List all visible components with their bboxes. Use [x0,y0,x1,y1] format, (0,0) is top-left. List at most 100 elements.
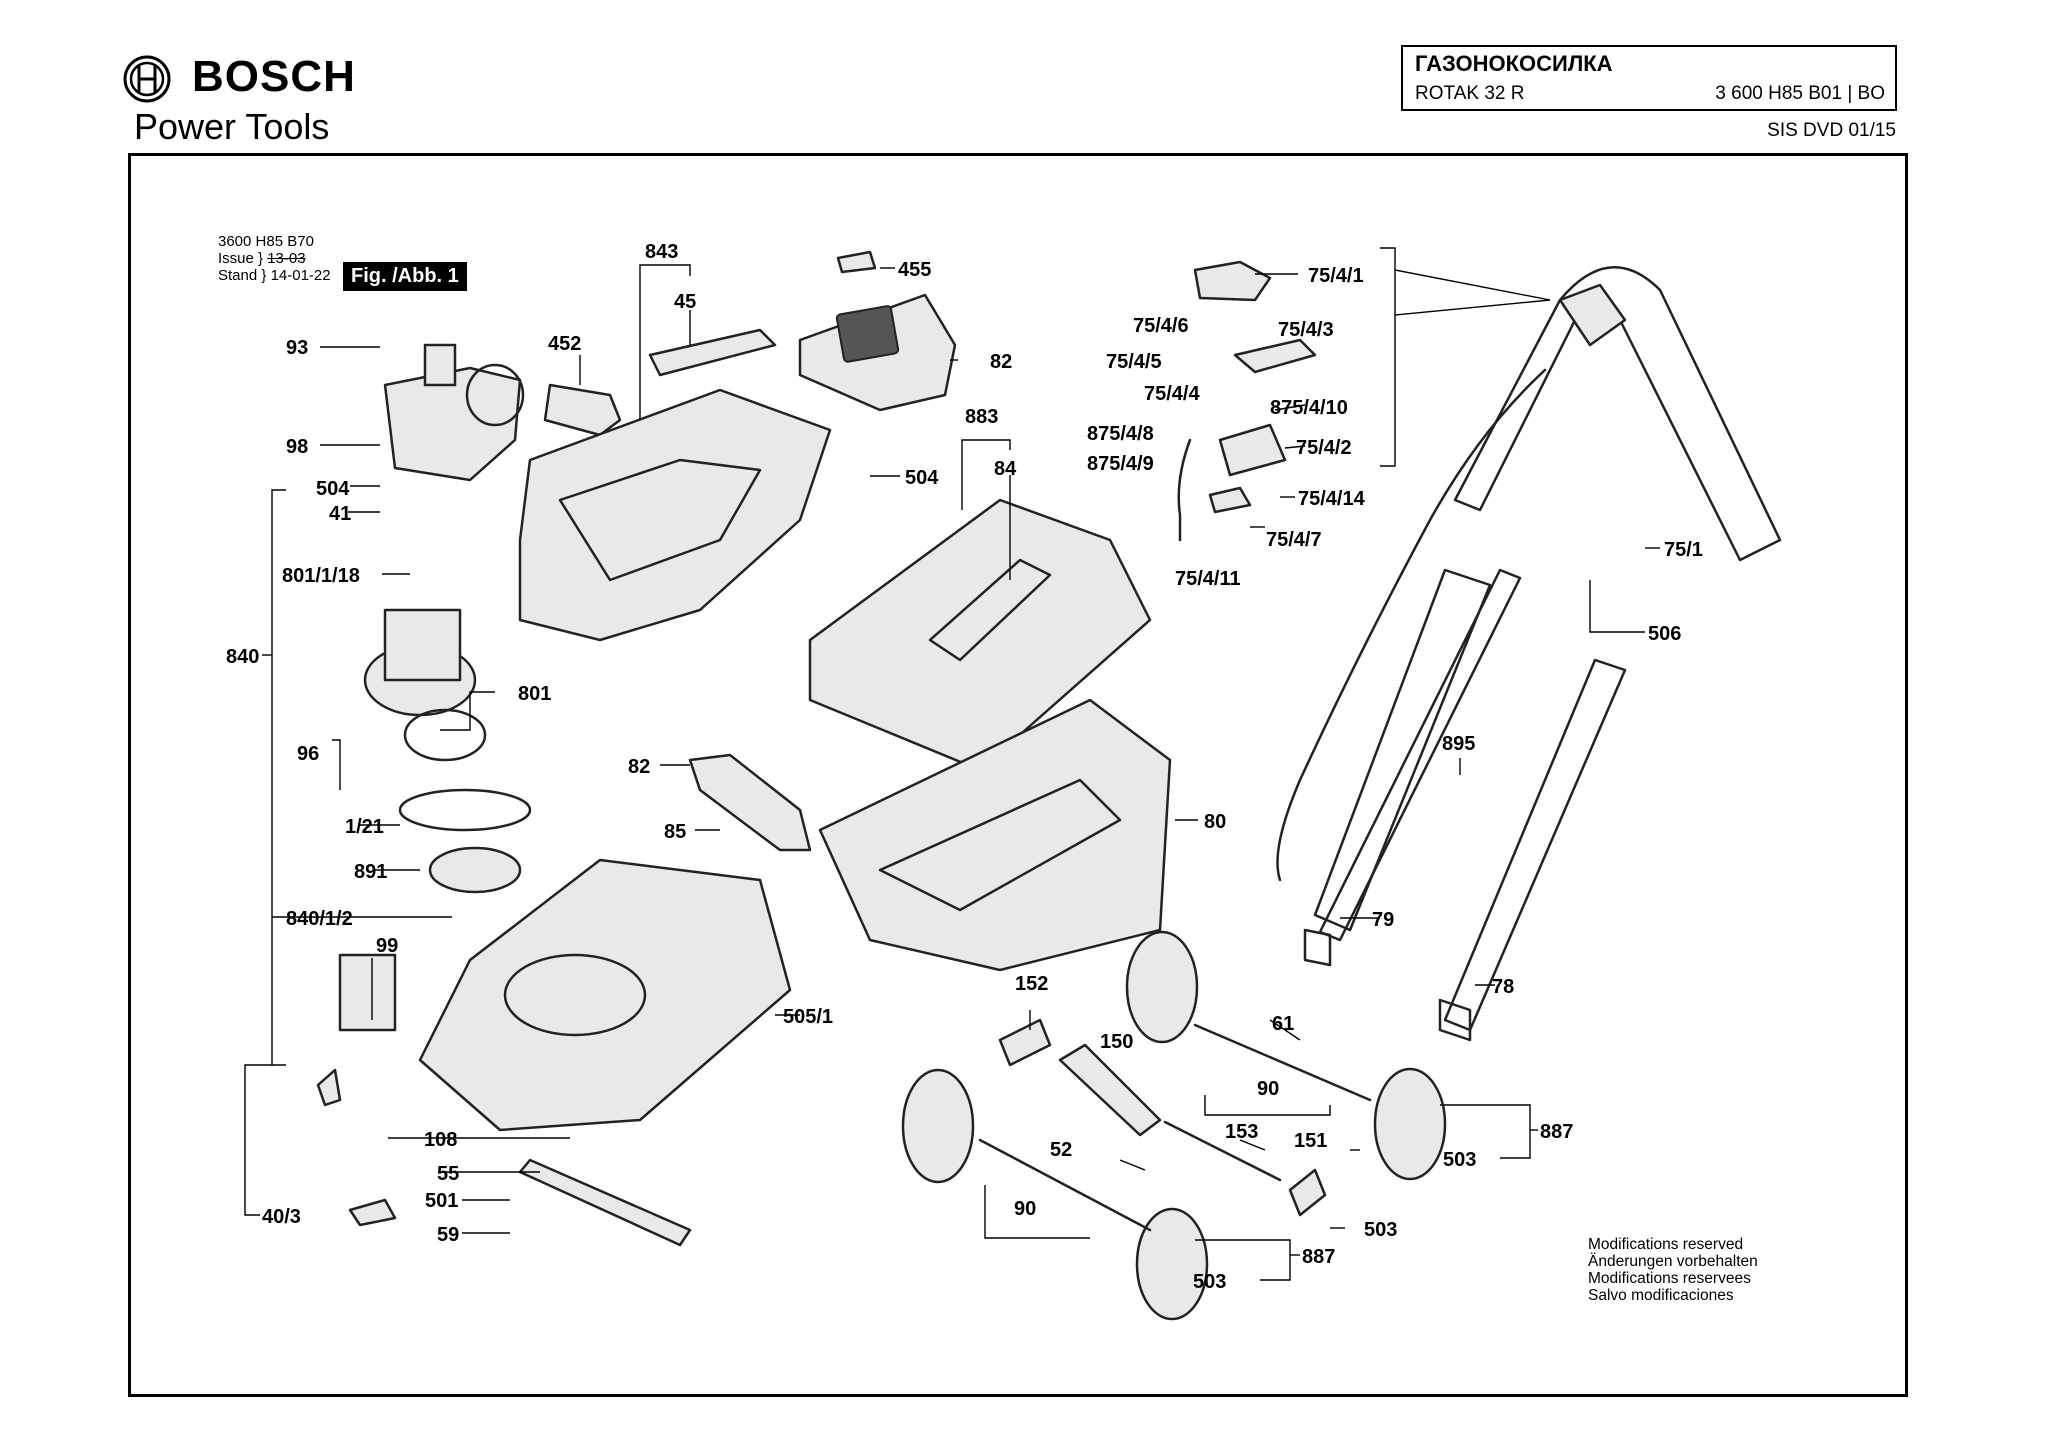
belt-part [398,788,532,832]
callout-label: 75/4/4 [1144,383,1200,405]
callout-label: 504 [905,467,939,489]
callout-label: 503 [1364,1219,1397,1241]
roller-part [1058,1043,1162,1137]
callout-label: 452 [548,333,581,355]
issue-value: 13-03 [267,250,306,267]
callout-label: 90 [1257,1078,1279,1100]
callout-label: 75/1 [1664,539,1703,561]
callout-label: 75/4/3 [1278,319,1334,341]
callout-label: 883 [965,406,998,428]
callout-label: 1/21 [345,816,384,838]
callout-label: 98 [286,436,308,458]
callout-label: 75/4/11 [1175,568,1241,590]
lower-handle-part [1443,658,1627,1032]
callout-label: 108 [424,1129,457,1151]
callout-label: 887 [1540,1121,1573,1143]
dvd-version: SIS DVD 01/15 [1767,120,1896,141]
callout-label: 75/4/14 [1298,488,1366,510]
callout-label: 840 [226,646,259,668]
callout-label: 96 [297,743,319,765]
wheel-part [1125,930,1199,1044]
motor-housing-part [383,366,522,482]
callout-label: 455 [898,259,931,281]
callout-label: 151 [1294,1130,1327,1152]
callout-label: 75/4/5 [1106,351,1162,373]
figure-label: Fig. /Abb. 1 [343,262,467,291]
grass-box-part [818,698,1172,972]
stand-label: Stand [218,267,258,284]
callout-label: 80 [1204,811,1226,833]
modifications-line: Modifications reservees [1588,1270,1751,1287]
callout-label: 41 [329,503,351,525]
callout-label: 153 [1225,1121,1258,1143]
callout-label: 801/1/18 [282,565,360,587]
switch-part [423,343,457,387]
callout-label: 75/4/6 [1133,315,1189,337]
modifications-note: Modifications reserved Änderungen vorbeh… [1588,1236,1758,1304]
badge-part [543,383,622,437]
issue-label: Issue [218,250,254,267]
callout-label: 843 [645,241,678,263]
callout-label: 887 [1302,1246,1335,1268]
callout-label: 82 [990,351,1012,373]
axle-part [1193,1023,1372,1102]
callout-label: 55 [437,1163,459,1185]
modifications-line: Änderungen vorbehalten [1588,1253,1758,1270]
callout-label: 99 [376,935,398,957]
brand-subtitle: Power Tools [134,106,330,147]
grass-box-lid-part [808,498,1152,772]
callout-label: 78 [1492,976,1514,998]
callout-label: 506 [1648,623,1681,645]
cable-part [1276,368,1547,882]
revision-stamp: 3600 H85 B70 Issue } 13-03 Stand } 14-01… [218,233,331,284]
bracket-part [998,1018,1052,1067]
callout-label: 59 [437,1224,459,1246]
switch-housing-part [1218,423,1287,477]
callout-label: 90 [1014,1198,1036,1220]
callout-label: 85 [664,821,686,843]
switch-cover-part [1193,260,1272,302]
callout-label: 505/1 [783,1006,833,1028]
leader-lines [244,247,1660,1281]
callout-label: 75/4/2 [1296,437,1352,459]
callout-label: 82 [628,756,650,778]
callout-label: 93 [286,337,308,359]
callout-label: 801 [518,683,551,705]
lever-part [1233,338,1317,374]
callout-label: 84 [994,458,1017,480]
callout-label: 895 [1442,733,1475,755]
wheel-part [901,1068,975,1184]
callout-label: 45 [674,291,696,313]
brand-block: BOSCH Power Tools [122,50,422,160]
clip-part [348,1198,397,1227]
callout-label: 52 [1050,1139,1072,1161]
callout-label: 840/1/2 [286,908,353,930]
bracket-part [1288,1168,1327,1217]
bosch-armature-icon [123,55,171,103]
axle-part [1163,1120,1282,1182]
callout-label: 504 [316,478,350,500]
callout-label: 501 [425,1190,458,1212]
callout-label: 875/4/9 [1087,453,1154,475]
callout-label: 152 [1015,973,1048,995]
title-block: ГАЗОНОКОСИЛКА ROTAK 32 R 3 600 H85 B01 |… [1401,45,1897,111]
callout-label: 61 [1272,1013,1294,1035]
grip-part [648,328,777,377]
callout-label: 891 [354,861,387,883]
callout-label: 75/4/7 [1266,529,1322,551]
filter-part [338,953,397,1032]
stand-value: 14-01-22 [270,267,331,284]
callout-label: 79 [1372,909,1394,931]
part-number: 3 600 H85 B01 | BO [1715,83,1885,104]
wheel-part [1135,1207,1209,1321]
callout-label: 503 [1193,1271,1226,1293]
wheel-part [1373,1067,1447,1181]
deck-part [418,858,792,1132]
hood-part [518,388,832,642]
model-name: ROTAK 32 R [1415,83,1525,104]
callout-label: 40/3 [262,1206,301,1228]
callout-label: 875/4/8 [1087,423,1154,445]
callout-label: 150 [1100,1031,1133,1053]
drawing-number: 3600 H85 B70 [218,233,314,250]
